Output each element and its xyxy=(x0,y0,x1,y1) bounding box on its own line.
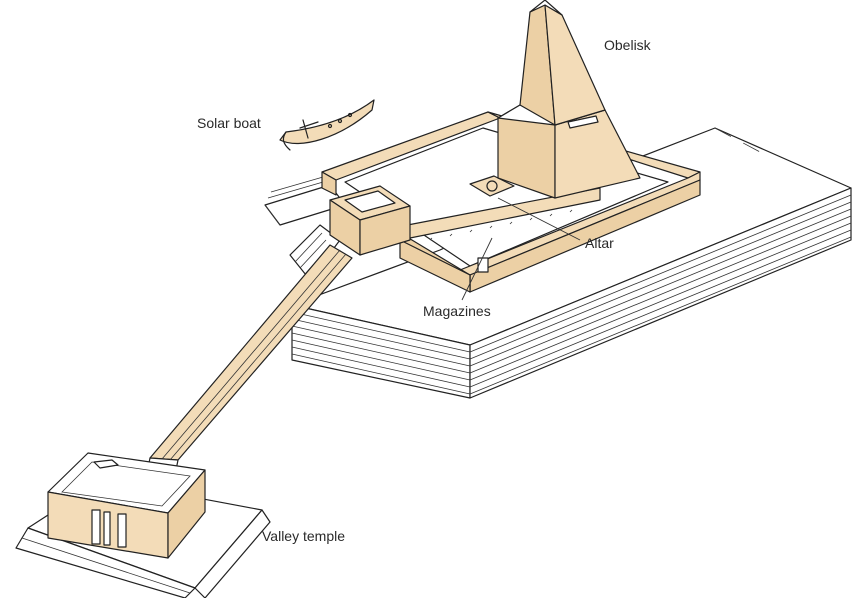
label-solar-boat: Solar boat xyxy=(197,115,261,131)
entrance-steps xyxy=(264,174,346,281)
altar xyxy=(469,175,515,197)
leader-lines xyxy=(461,197,581,301)
label-altar: Altar xyxy=(585,235,614,251)
obelisk xyxy=(497,0,641,199)
causeway xyxy=(147,244,353,471)
label-valley-temple: Valley temple xyxy=(262,528,345,544)
valley-temple xyxy=(15,452,271,598)
label-magazines: Magazines xyxy=(423,303,491,319)
solar-boat xyxy=(279,99,375,151)
label-obelisk: Obelisk xyxy=(604,37,652,53)
